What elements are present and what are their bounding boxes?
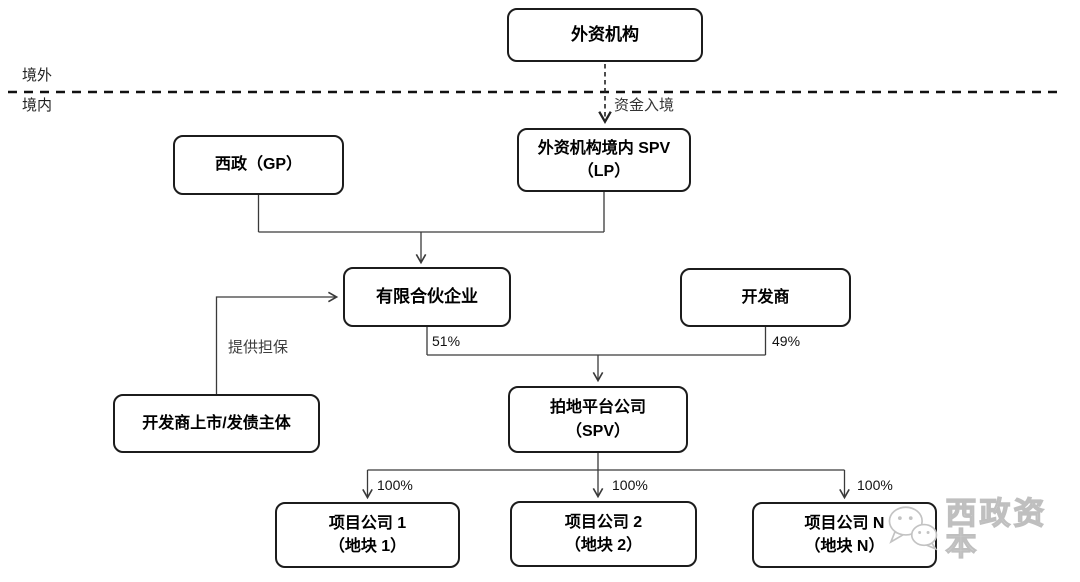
- node-label-line2: （LP）: [577, 163, 631, 180]
- gp-lp-join-line: [257, 192, 605, 233]
- node-foreign-onshore-spv: 外资机构境内 SPV （LP）: [517, 128, 691, 192]
- node-label: 西政（GP）: [214, 156, 303, 174]
- node-limited-partnership: 有限合伙企业: [343, 267, 511, 327]
- share-join-line: [426, 327, 767, 356]
- node-foreign-institution: 外资机构: [507, 8, 703, 62]
- node-label-line2: （地块 2）: [564, 537, 643, 554]
- node-label: 开发商: [741, 288, 790, 306]
- watermark: 西政资本: [886, 496, 1080, 562]
- node-label-line1: 外资机构境内 SPV: [537, 139, 671, 157]
- node-project-company-2: 项目公司 2 （地块 2）: [510, 501, 697, 567]
- node-land-platform-spv: 拍地平台公司 （SPV）: [508, 386, 688, 453]
- guarantee-arrow: [215, 291, 339, 394]
- platform-distribution-line: [367, 453, 845, 471]
- node-label: 外资机构: [571, 24, 639, 44]
- capital-inbound-label: 资金入境: [614, 97, 675, 114]
- projectn-share-label: 100%: [857, 477, 893, 493]
- watermark-text: 西政资本: [945, 496, 1048, 562]
- project1-share-label: 100%: [377, 477, 413, 493]
- onshore-label: 境内: [22, 97, 53, 114]
- node-label-line1: 拍地平台公司: [549, 399, 646, 417]
- developer-share-label: 49%: [772, 333, 801, 349]
- lp-share-label: 51%: [432, 333, 461, 349]
- node-xizheng-gp: 西政（GP）: [173, 135, 344, 195]
- node-label: 开发商上市/发债主体: [142, 414, 291, 432]
- project2-share-label: 100%: [612, 477, 648, 493]
- node-label-line1: 项目公司 N: [804, 514, 885, 532]
- node-label: 有限合伙企业: [376, 286, 478, 306]
- node-label-line2: （地块 1）: [328, 538, 407, 555]
- node-label-line1: 项目公司 1: [328, 514, 407, 532]
- provide-guarantee-label: 提供担保: [228, 339, 289, 356]
- node-label-line1: 项目公司 2: [564, 513, 643, 531]
- node-label-line2: （地块 N）: [804, 538, 885, 555]
- node-label-line2: （SPV）: [565, 422, 631, 440]
- node-developer: 开发商: [680, 268, 851, 327]
- offshore-label: 境外: [22, 67, 53, 84]
- node-developer-listed-entity: 开发商上市/发债主体: [113, 394, 320, 453]
- wechat-icon: [888, 506, 938, 551]
- node-project-company-1: 项目公司 1 （地块 1）: [275, 502, 460, 568]
